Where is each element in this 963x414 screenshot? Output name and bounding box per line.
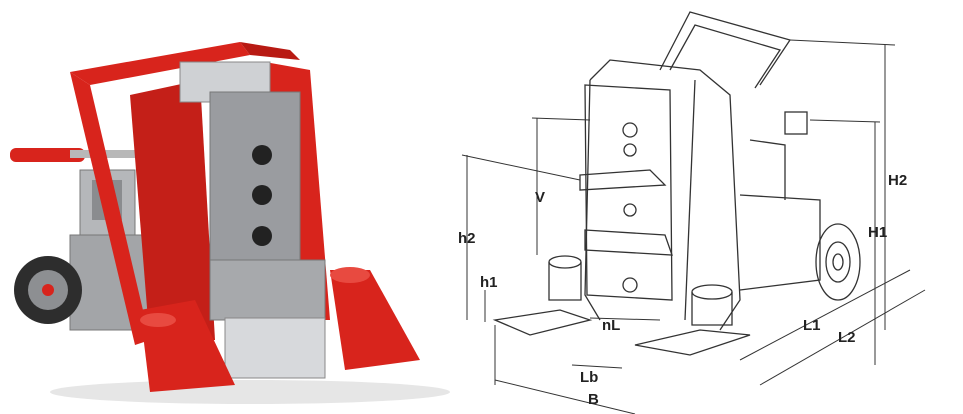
label-h2: h2 (458, 230, 476, 247)
label-h1: h1 (480, 274, 498, 291)
label-B: B (588, 391, 599, 408)
label-L2: L2 (838, 329, 856, 346)
dimension-drawing: H2 H1 h2 h1 V nL Lb B L1 L2 (458, 11, 926, 414)
label-H1: H1 (868, 224, 887, 241)
label-H2: H2 (888, 172, 907, 189)
label-nL: nL (602, 317, 620, 334)
pump-handle (10, 148, 150, 162)
label-L1: L1 (803, 317, 821, 334)
drawing-toe-right (634, 329, 751, 356)
wheel (14, 256, 82, 324)
drawing-toe-left (492, 309, 593, 336)
floor-shadow (50, 380, 450, 404)
drawing-ram (584, 84, 673, 301)
product-photo (10, 42, 450, 404)
drawing-frame (589, 59, 741, 331)
drawing-pump (739, 194, 821, 291)
label-V: V (535, 189, 545, 206)
label-Lb: Lb (580, 369, 598, 386)
lifting-ram (179, 61, 326, 379)
drawing-wheel (815, 223, 861, 301)
front-toes (140, 267, 420, 392)
drawing-handle (659, 11, 792, 86)
